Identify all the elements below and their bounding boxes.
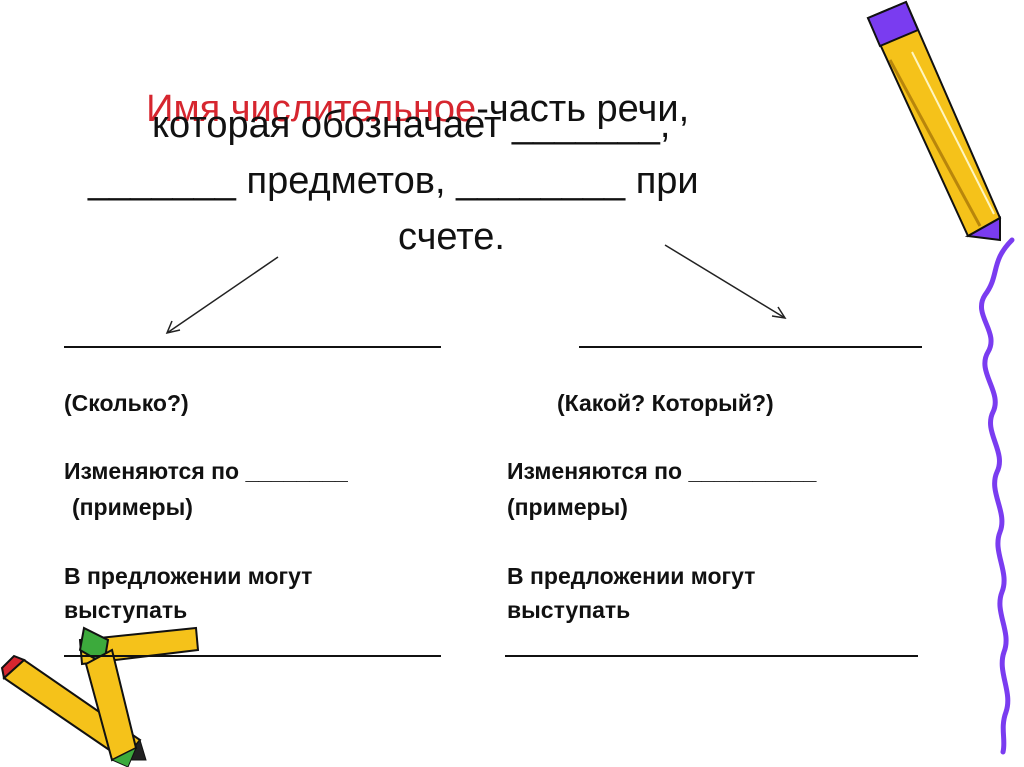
left-changes: Изменяются по ________ [64, 458, 348, 484]
left-role-line-1: В предложении могут [64, 563, 313, 589]
left-role-answer-line [64, 655, 441, 657]
purple-squiggle-line [979, 237, 1015, 755]
arrow-left-down [165, 256, 279, 335]
pencil-icon [866, 0, 1002, 242]
left-examples: (примеры) [72, 494, 193, 520]
title-line-1-rest: -часть речи, [476, 88, 690, 130]
right-role-line-2: выступать [507, 597, 631, 623]
right-examples: (примеры) [507, 494, 628, 520]
left-answer-line [64, 346, 441, 348]
title-line-4: счете. [398, 216, 505, 258]
title-term: Имя числительное [146, 88, 477, 130]
title-line-1: Имя числительное-часть речи, [125, 52, 689, 128]
title-line-2: которая обозначает _______, [152, 104, 671, 146]
right-changes: Изменяются по __________ [507, 458, 817, 484]
left-role-line-2: выступать [64, 597, 188, 623]
title-line-3: _______ предметов, ________ при [88, 160, 699, 202]
right-role-answer-line [505, 655, 918, 657]
crossed-pencils-icon [0, 626, 200, 767]
right-role-line-1: В предложении могут [507, 563, 756, 589]
left-question: (Сколько?) [64, 390, 189, 416]
right-question: (Какой? Который?) [557, 390, 774, 416]
right-answer-line [579, 346, 922, 348]
arrow-right-down [664, 244, 787, 319]
